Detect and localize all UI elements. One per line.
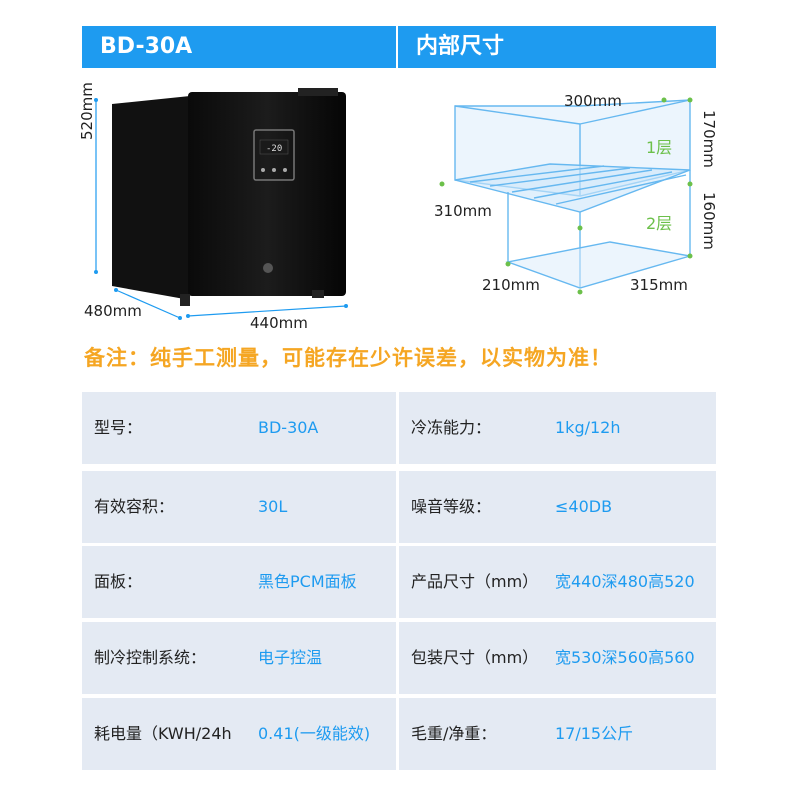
spec-label: 冷冻能力：	[399, 392, 555, 464]
interior-top-width-label: 300mm	[564, 92, 622, 110]
spec-label: 毛重/净重：	[399, 698, 555, 770]
display-temp: -20	[266, 144, 282, 154]
interior-dims-header: 内部尺寸	[398, 26, 716, 68]
interior-height-layer2-label: 160mm	[700, 192, 718, 250]
spec-value: BD-30A	[258, 392, 396, 464]
layer1-label: 1层	[646, 138, 673, 157]
spec-value: 黑色PCM面板	[258, 546, 396, 618]
spec-label: 耗电量（KWH/24h	[82, 698, 258, 770]
product-depth-label: 480mm	[84, 302, 142, 320]
spec-value: 电子控温	[258, 622, 396, 694]
control-display	[259, 139, 289, 155]
layer2-label: 2层	[646, 214, 673, 233]
spec-value: 30L	[258, 471, 396, 543]
spec-value: ≤40DB	[555, 471, 716, 543]
spec-label: 面板：	[82, 546, 258, 618]
spec-label: 产品尺寸（mm）	[399, 546, 555, 618]
spec-value: 宽440深480高520	[555, 546, 716, 618]
interior-bottom-width-label: 315mm	[630, 276, 688, 294]
top-hinge	[298, 88, 338, 96]
spec-value: 0.41(一级能效)	[258, 698, 396, 770]
interior-side-depth-label: 310mm	[434, 202, 492, 220]
interior-wireframe	[454, 99, 691, 289]
spec-label: 制冷控制系统：	[82, 622, 258, 694]
foot-left	[180, 294, 190, 306]
spec-value: 17/15公斤	[555, 698, 716, 770]
measurement-note: 备注：纯手工测量，可能存在少许误差，以实物为准！	[84, 346, 612, 370]
lock-icon	[263, 263, 273, 273]
fridge-door	[188, 92, 346, 296]
model-header: BD-30A	[82, 26, 396, 68]
fridge-side	[112, 96, 190, 300]
interior-height-layer1-label: 170mm	[700, 110, 718, 168]
product-width-label: 440mm	[250, 314, 308, 332]
spec-label: 噪音等级：	[399, 471, 555, 543]
spec-value: 宽530深560高560	[555, 622, 716, 694]
spec-value: 1kg/12h	[555, 392, 716, 464]
spec-label: 有效容积：	[82, 471, 258, 543]
spec-label: 型号：	[82, 392, 258, 464]
spec-label: 包装尺寸（mm）	[399, 622, 555, 694]
product-height-label: 520mm	[78, 82, 96, 140]
foot-right	[312, 290, 324, 298]
control-panel	[253, 129, 295, 181]
interior-bottom-depth-label: 210mm	[482, 276, 540, 294]
